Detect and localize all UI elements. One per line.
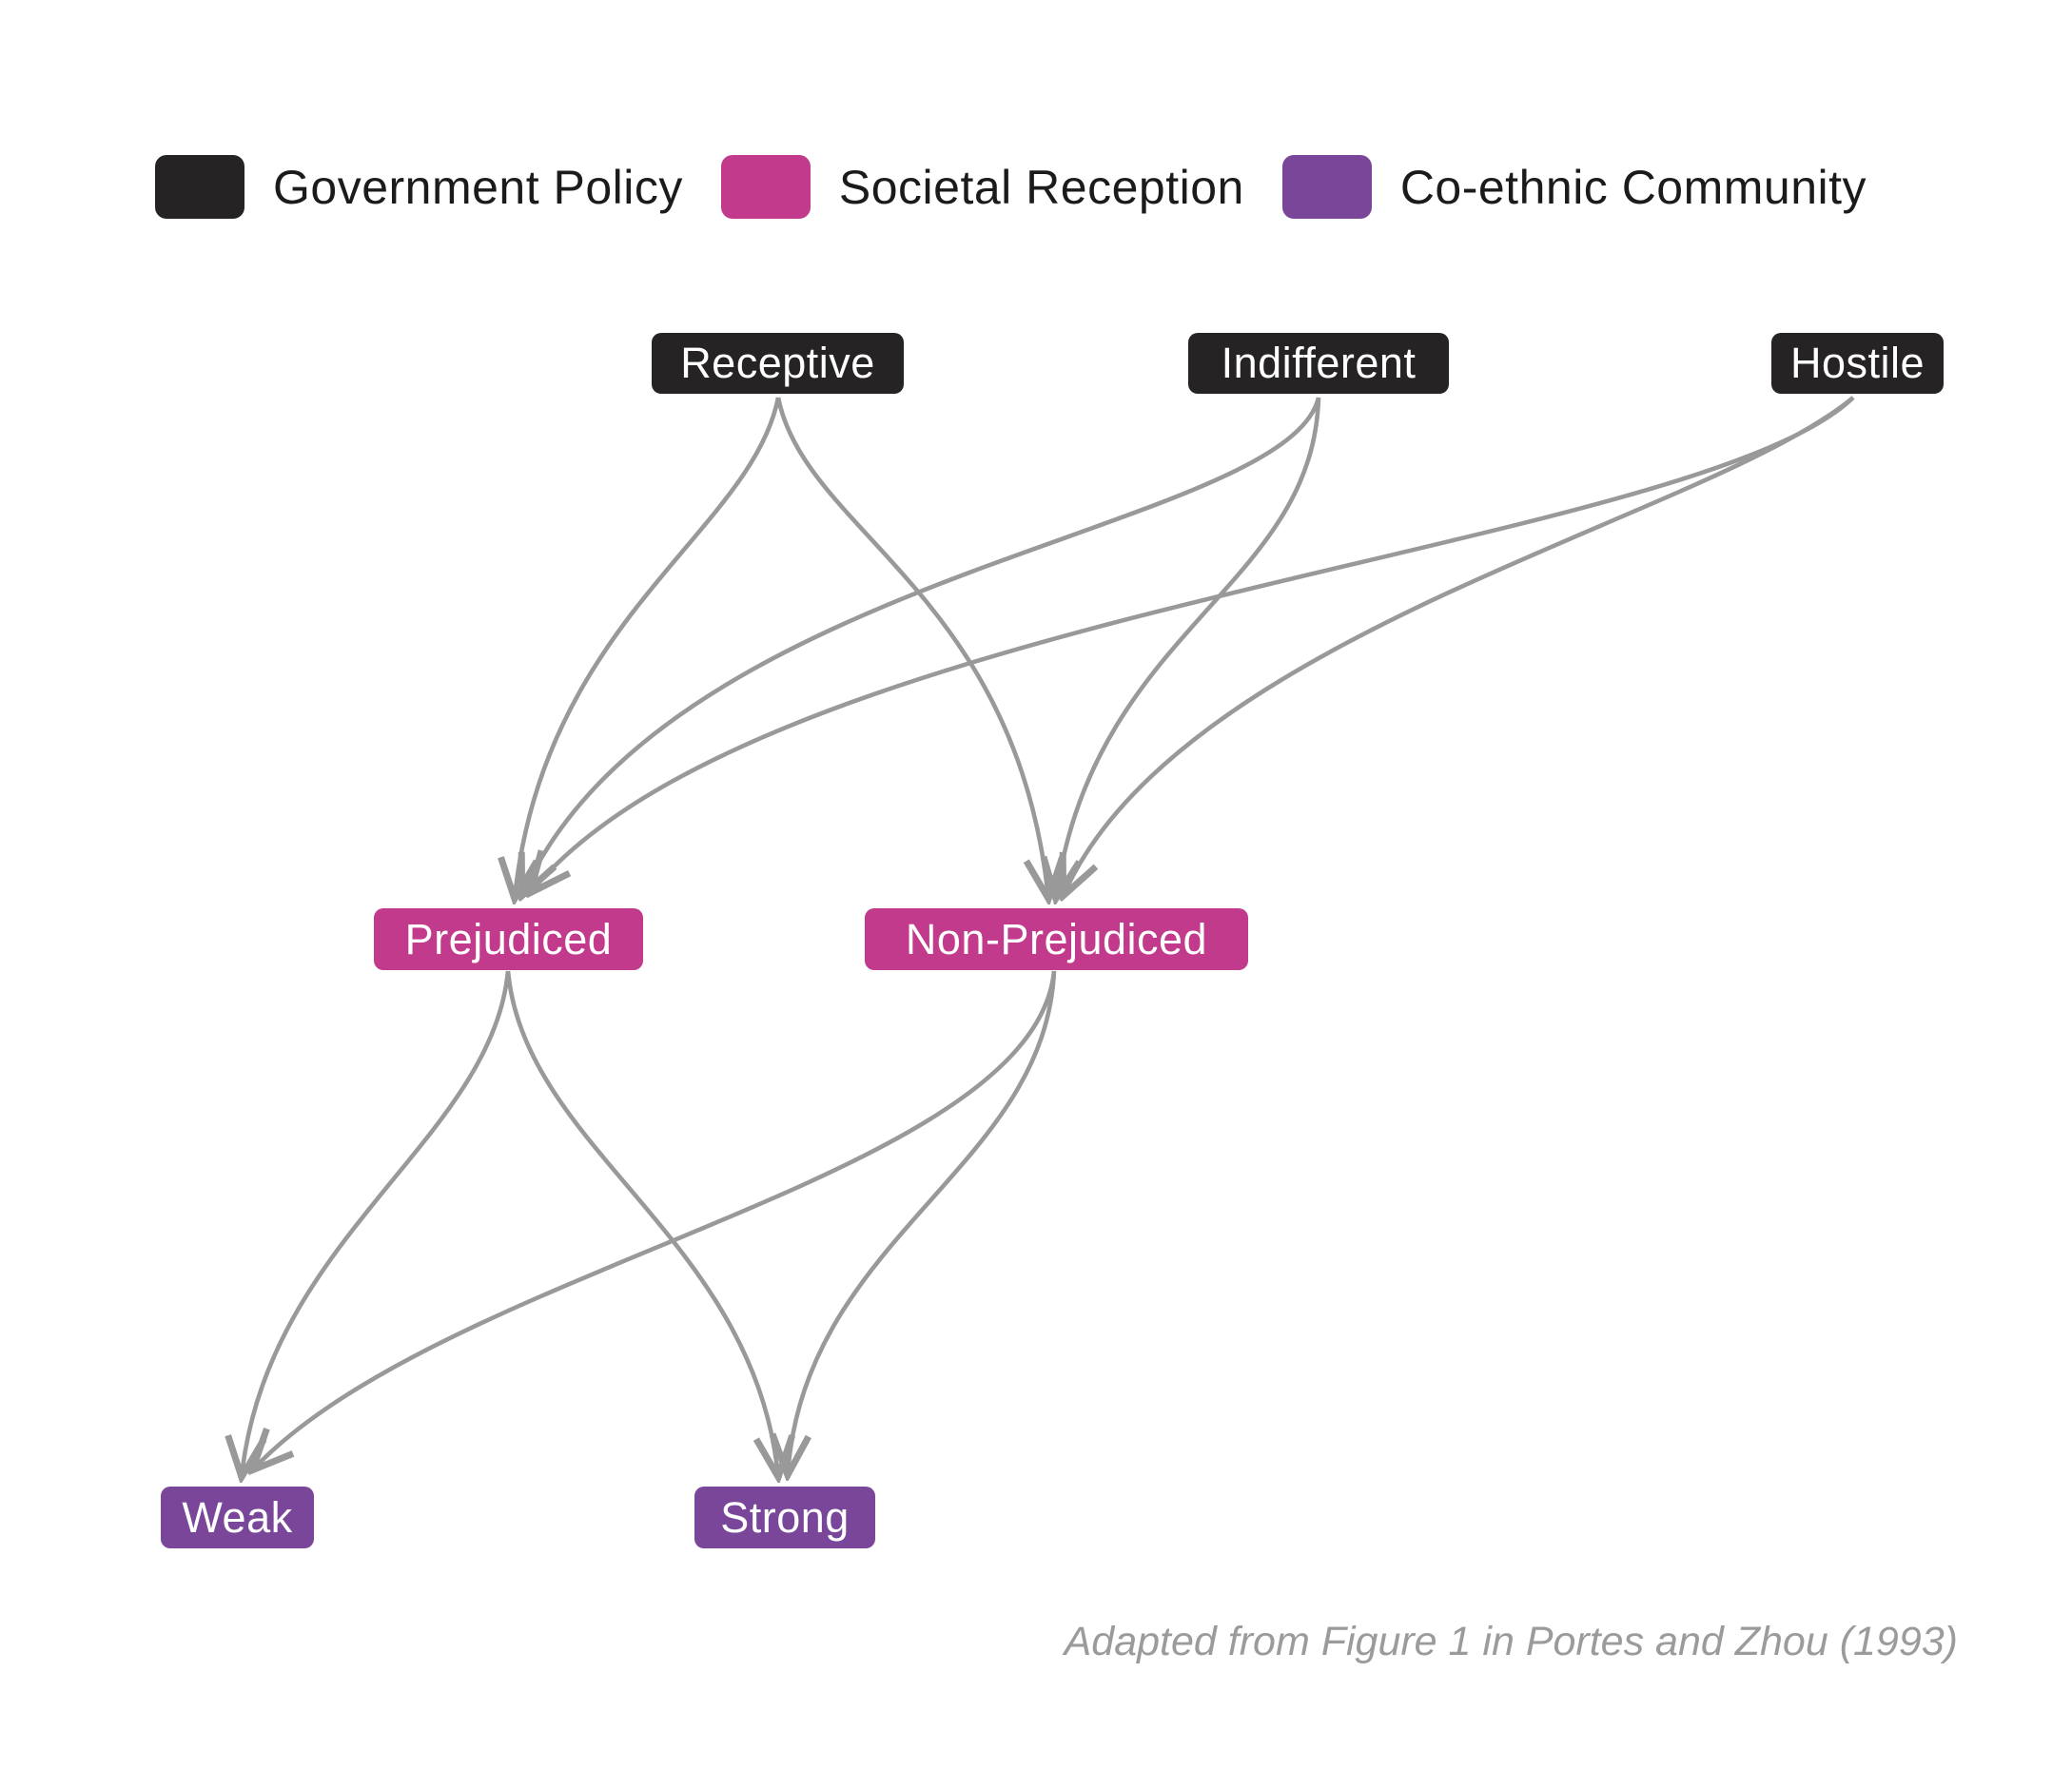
edge-receptive-non_prejudiced (775, 397, 1048, 898)
node-strong: Strong (694, 1487, 875, 1548)
node-hostile: Hostile (1771, 333, 1944, 394)
edge-prejudiced-weak (242, 970, 511, 1476)
node-weak: Weak (161, 1487, 314, 1548)
legend: Government Policy Societal Reception Co-… (155, 155, 1867, 219)
node-indifferent: Indifferent (1188, 333, 1449, 394)
legend-item-government-policy: Government Policy (155, 155, 683, 219)
edge-receptive-prejudiced (515, 397, 781, 898)
legend-swatch-societal-reception-icon (720, 155, 811, 219)
node-non-prejudiced: Non-Prejudiced (865, 908, 1248, 970)
legend-label: Government Policy (273, 160, 683, 214)
edge-hostile-non_prejudiced (1064, 396, 1855, 895)
edge-indifferent-non_prejudiced (1056, 397, 1321, 898)
edge-non_prejudiced-weak (253, 970, 1057, 1469)
legend-label: Co-ethnic Community (1399, 160, 1867, 214)
legend-item-co-ethnic-community: Co-ethnic Community (1281, 155, 1867, 219)
edge-indifferent-prejudiced (522, 397, 1321, 895)
node-prejudiced: Prejudiced (374, 908, 643, 970)
edge-non_prejudiced-strong (788, 970, 1057, 1474)
node-receptive: Receptive (652, 333, 904, 394)
figure-caption: Adapted from Figure 1 in Portes and Zhou… (1064, 1619, 1958, 1664)
legend-swatch-co-ethnic-community-icon (1281, 155, 1372, 219)
edge-prejudiced-strong (505, 970, 778, 1476)
legend-label: Societal Reception (838, 160, 1244, 214)
edge-hostile-prejudiced (531, 396, 1855, 892)
legend-swatch-government-policy-icon (155, 155, 244, 219)
legend-item-societal-reception: Societal Reception (720, 155, 1244, 219)
